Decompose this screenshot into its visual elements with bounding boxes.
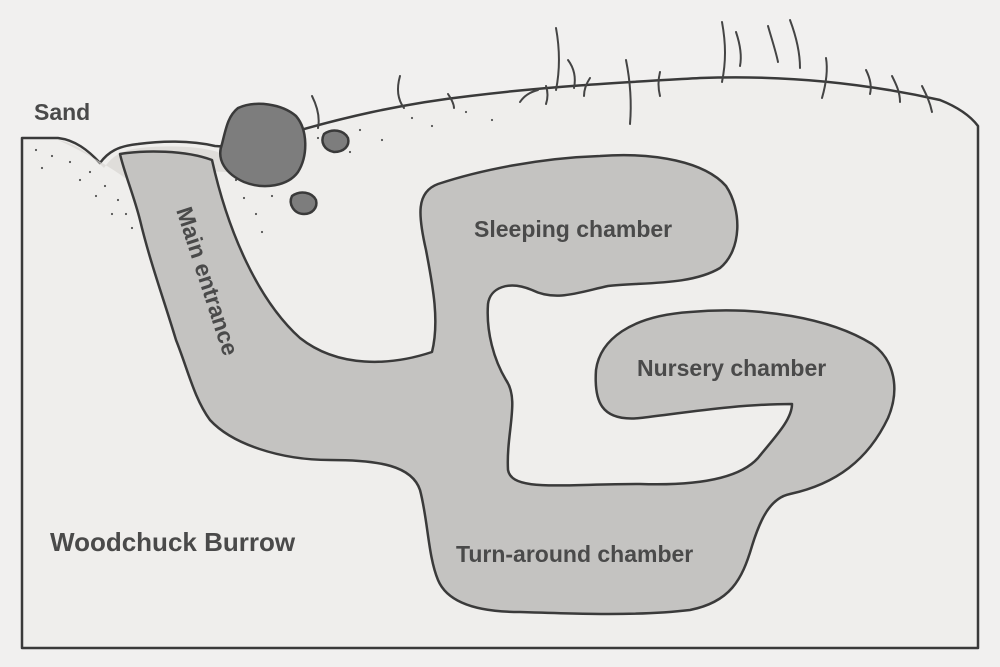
turn-around-chamber-label: Turn-around chamber xyxy=(456,541,693,567)
tunnel-system xyxy=(118,150,896,616)
small-rock-1 xyxy=(321,129,350,154)
sand-label: Sand xyxy=(34,99,90,125)
rocks xyxy=(219,102,350,216)
diagram-title: Woodchuck Burrow xyxy=(50,527,296,557)
grass-tufts xyxy=(311,19,933,129)
large-rock xyxy=(219,102,307,188)
nursery-chamber-label: Nursery chamber xyxy=(637,355,826,381)
sleeping-chamber-label: Sleeping chamber xyxy=(474,216,672,242)
small-rock-2 xyxy=(289,191,318,216)
tunnel-main-path xyxy=(118,150,896,616)
